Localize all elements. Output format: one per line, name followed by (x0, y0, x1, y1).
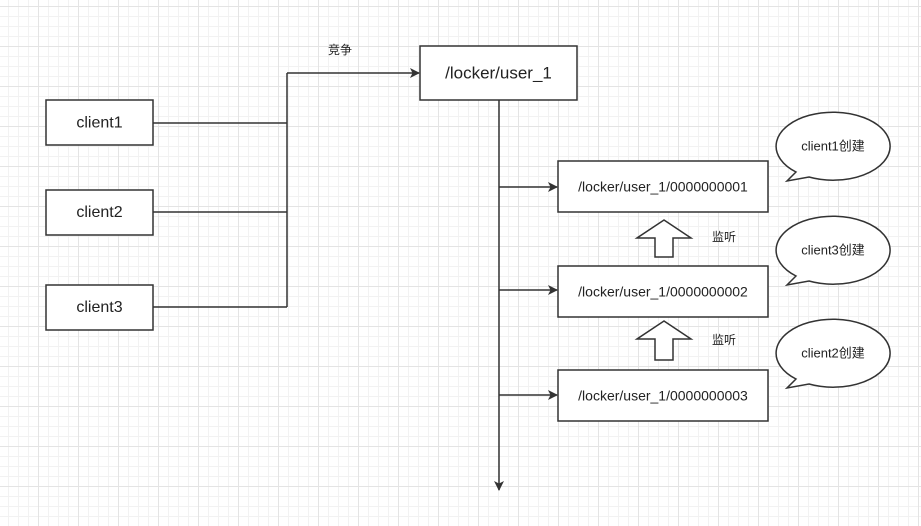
callout-3-label: client2创建 (801, 346, 865, 361)
callout-2: client3创建 (775, 215, 891, 287)
child-node-2-label: /locker/user_1/0000000002 (578, 284, 748, 300)
root-lock-node: /locker/user_1 (419, 45, 578, 101)
child-node-1-label: /locker/user_1/0000000001 (578, 179, 748, 195)
client3-node: client3 (45, 284, 154, 331)
client1-label: client1 (76, 115, 122, 132)
callout-2-label: client3创建 (801, 243, 865, 258)
callout-1: client1创建 (775, 111, 891, 183)
watch-label-1: 监听 (712, 230, 736, 244)
client2-node: client2 (45, 189, 154, 236)
client2-label: client2 (76, 204, 122, 221)
root-lock-label: /locker/user_1 (445, 64, 552, 83)
watch-label-2: 监听 (712, 333, 736, 347)
child-node-1: /locker/user_1/0000000001 (557, 160, 769, 213)
watch-arrow-1 (634, 219, 694, 258)
child-node-3: /locker/user_1/0000000003 (557, 369, 769, 422)
child-node-2: /locker/user_1/0000000002 (557, 265, 769, 318)
callout-1-label: client1创建 (801, 139, 865, 154)
compete-label: 竞争 (328, 43, 352, 57)
watch-arrow-2 (634, 320, 694, 361)
callout-3: client2创建 (775, 318, 891, 390)
child-node-3-label: /locker/user_1/0000000003 (578, 388, 748, 404)
client1-node: client1 (45, 99, 154, 146)
client3-label: client3 (76, 299, 122, 316)
